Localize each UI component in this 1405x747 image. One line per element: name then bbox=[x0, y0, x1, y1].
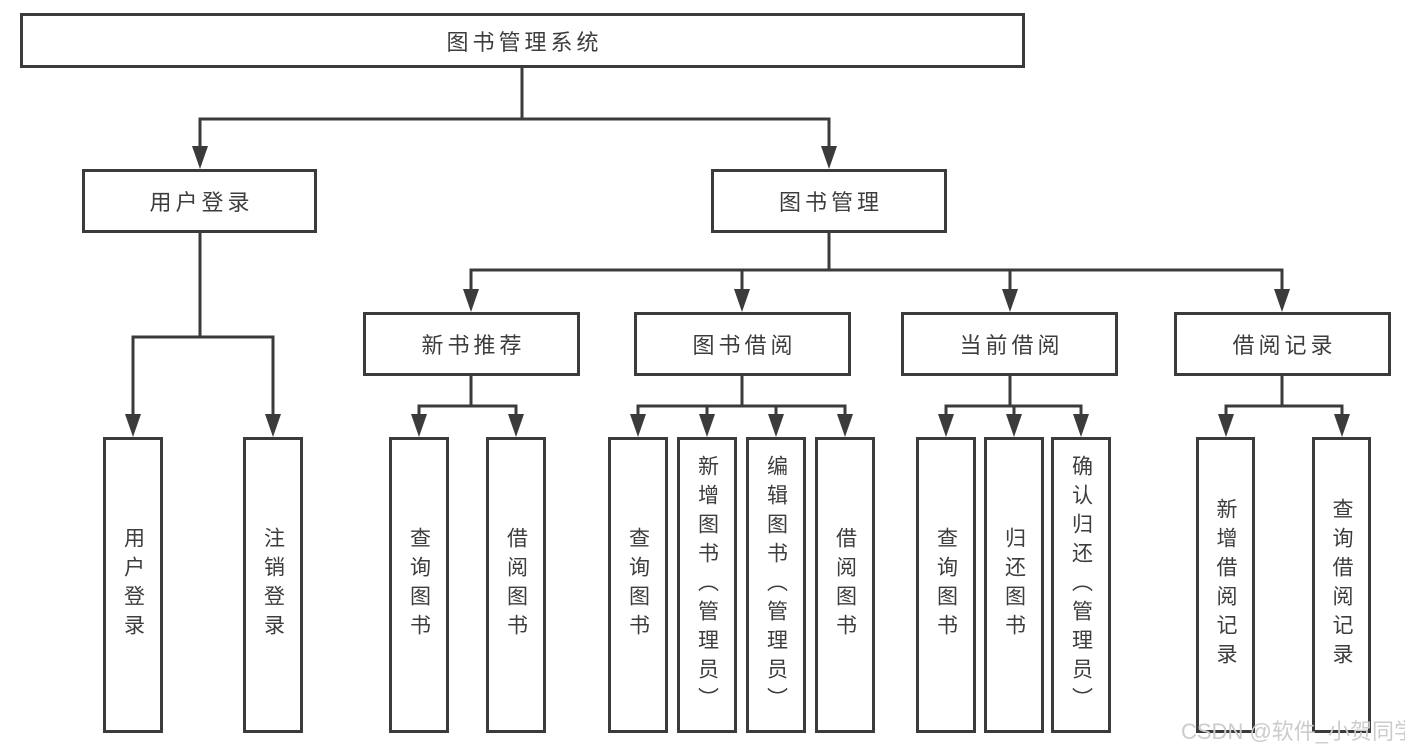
node-label: 借阅记录 bbox=[1232, 333, 1337, 358]
leaf-edit-book-admin: 编辑图书（管理员） bbox=[746, 437, 806, 733]
node-label: 当前借阅 bbox=[959, 333, 1064, 358]
node-label: 归还图书 bbox=[1002, 527, 1026, 643]
node-label: 查询图书 bbox=[934, 527, 958, 643]
node-label: 图书管理 bbox=[778, 190, 883, 215]
node-label: 查询借阅记录 bbox=[1330, 498, 1353, 672]
node-label: 借阅图书 bbox=[504, 527, 528, 643]
node-label: 新增借阅记录 bbox=[1214, 498, 1237, 672]
node-user-login: 用户登录 bbox=[82, 169, 317, 233]
node-label: 图书管理系统 bbox=[446, 29, 603, 55]
node-new-book-recommend: 新书推荐 bbox=[363, 312, 580, 376]
node-label: 新增图书（管理员） bbox=[695, 454, 719, 716]
node-label: 用户登录 bbox=[121, 527, 145, 643]
leaf-borrow-book: 借阅图书 bbox=[815, 437, 875, 733]
node-label: 图书借阅 bbox=[692, 333, 797, 358]
node-book-management: 图书管理 bbox=[711, 169, 947, 233]
node-label: 用户登录 bbox=[149, 190, 254, 215]
leaf-return-book: 归还图书 bbox=[984, 437, 1044, 733]
leaf-add-book-admin: 新增图书（管理员） bbox=[677, 437, 737, 733]
node-label: 新书推荐 bbox=[421, 333, 526, 358]
leaf-query-book-current: 查询图书 bbox=[916, 437, 976, 733]
leaf-confirm-return-admin: 确认归还（管理员） bbox=[1051, 437, 1111, 733]
leaf-borrow-book-recommend: 借阅图书 bbox=[486, 437, 546, 733]
leaf-logout: 注销登录 bbox=[243, 437, 303, 733]
node-book-borrowing: 图书借阅 bbox=[634, 312, 851, 376]
node-label: 编辑图书（管理员） bbox=[764, 454, 788, 716]
node-label: 注销登录 bbox=[261, 527, 285, 643]
node-label: 查询图书 bbox=[407, 527, 431, 643]
leaf-add-borrow-record: 新增借阅记录 bbox=[1196, 437, 1255, 733]
node-current-borrowing: 当前借阅 bbox=[901, 312, 1118, 376]
arrowheads bbox=[125, 146, 1350, 437]
node-root-book-management-system: 图书管理系统 bbox=[20, 13, 1025, 68]
leaf-user-login: 用户登录 bbox=[103, 437, 163, 733]
node-borrowing-records: 借阅记录 bbox=[1174, 312, 1391, 376]
csdn-watermark: CSDN @软件_小贺同学 bbox=[1181, 719, 1405, 744]
node-label: 查询图书 bbox=[626, 527, 650, 643]
node-label: 确认归还（管理员） bbox=[1069, 454, 1093, 716]
leaf-query-book-recommend: 查询图书 bbox=[389, 437, 449, 733]
node-label: 借阅图书 bbox=[833, 527, 857, 643]
leaf-query-book-borrow: 查询图书 bbox=[608, 437, 668, 733]
leaf-query-borrow-record: 查询借阅记录 bbox=[1312, 437, 1371, 733]
